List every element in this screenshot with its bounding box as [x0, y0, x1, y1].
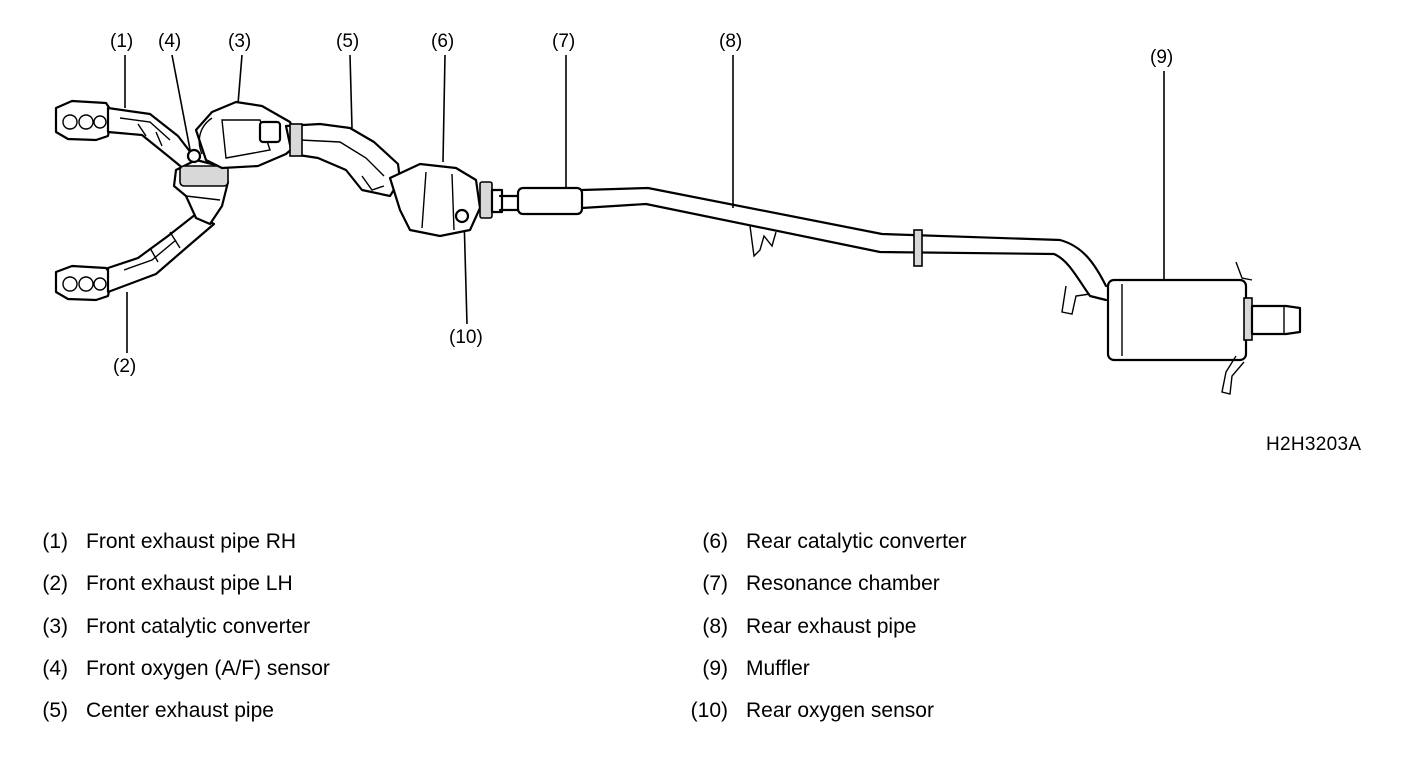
legend-item-8: (8) Rear exhaust pipe — [682, 615, 916, 639]
callout-8: (8) — [719, 31, 742, 52]
legend-label: Rear oxygen sensor — [746, 699, 934, 722]
legend-label: Front exhaust pipe RH — [86, 530, 297, 553]
legend-item-10: (10) Rear oxygen sensor — [682, 699, 934, 723]
figure-id: H2H3203A — [1266, 434, 1362, 455]
legend-item-7: (7) Resonance chamber — [682, 572, 939, 596]
front-exhaust-pipe-rh — [54, 99, 200, 176]
legend-number: (10) — [690, 699, 728, 722]
legend-number: (4) — [42, 657, 68, 680]
legend-label: Center exhaust pipe — [86, 699, 274, 722]
y-junction-and-front-oxygen-sensor — [172, 148, 230, 226]
legend-number: (1) — [42, 530, 68, 553]
legend-number: (5) — [42, 699, 68, 722]
legend-number: (8) — [702, 615, 728, 638]
legend-label: Muffler — [746, 657, 810, 680]
muffler — [1061, 261, 1302, 395]
front-catalytic-converter — [194, 100, 302, 170]
legend-label: Front oxygen (A/F) sensor — [86, 657, 330, 680]
legend-label: Resonance chamber — [746, 572, 940, 595]
legend-number: (7) — [702, 572, 728, 595]
callout-1: (1) — [110, 31, 133, 52]
legend-number: (6) — [702, 530, 728, 553]
legend-item-4: (4) Front oxygen (A/F) sensor — [22, 657, 330, 681]
legend-label: Front exhaust pipe LH — [86, 572, 293, 595]
exhaust-system-diagram: (1) (4) (3) (5) (6) (7) (8) (9) (10) (2) — [54, 31, 1302, 395]
legend-number: (2) — [42, 572, 68, 595]
center-exhaust-pipe — [284, 122, 402, 198]
callout-4: (4) — [158, 31, 181, 52]
callout-9: (9) — [1150, 47, 1173, 68]
legend-item-3: (3) Front catalytic converter — [22, 615, 310, 639]
callout-3: (3) — [228, 31, 251, 52]
callout-2: (2) — [113, 356, 136, 377]
callout-6: (6) — [431, 31, 454, 52]
legend-item-2: (2) Front exhaust pipe LH — [22, 572, 292, 596]
leader-lines — [124, 54, 1165, 353]
legend-item-5: (5) Center exhaust pipe — [22, 699, 274, 723]
callout-7: (7) — [552, 31, 575, 52]
callout-10: (10) — [449, 327, 483, 348]
callout-5: (5) — [336, 31, 359, 52]
rear-catalytic-converter — [388, 162, 504, 238]
legend-label: Rear exhaust pipe — [746, 615, 917, 638]
legend-label: Front catalytic converter — [86, 615, 311, 638]
legend-item-1: (1) Front exhaust pipe RH — [22, 530, 296, 554]
legend-item-6: (6) Rear catalytic converter — [682, 530, 966, 554]
legend-label: Rear catalytic converter — [746, 530, 967, 553]
rear-exhaust-pipe — [580, 186, 1108, 302]
legend-number: (3) — [42, 615, 68, 638]
legend-item-9: (9) Muffler — [682, 657, 809, 681]
legend-number: (9) — [702, 657, 728, 680]
front-exhaust-pipe-lh — [54, 212, 216, 302]
resonance-chamber — [498, 186, 584, 216]
